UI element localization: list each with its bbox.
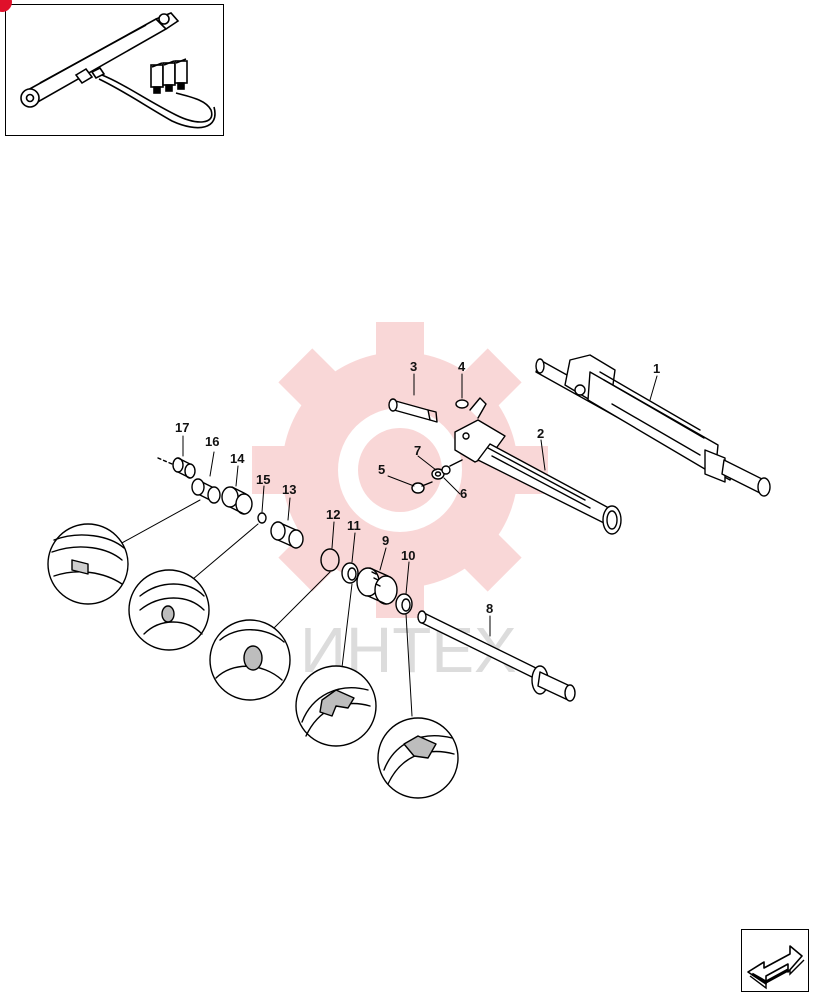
callout-10: 10 (401, 548, 415, 563)
callout-13: 13 (282, 482, 296, 497)
part-6-washer (431, 468, 445, 480)
part-11-seal (341, 562, 359, 584)
watermark-gear-icon (252, 322, 548, 618)
callout-2: 2 (537, 426, 544, 441)
callout-17: 17 (175, 420, 189, 435)
callout-12: 12 (326, 507, 340, 522)
part-15-snap-ring (257, 512, 267, 524)
callout-11: 11 (347, 518, 361, 533)
callout-16: 16 (205, 434, 219, 449)
part-4-washer (455, 399, 469, 409)
next-page-button[interactable] (741, 929, 809, 992)
part-2-cylinder-barrel (454, 397, 622, 535)
detail-view-10 (377, 717, 459, 799)
callout-4: 4 (458, 359, 466, 374)
part-1-cylinder-assembly (535, 354, 771, 497)
part-7-screw (441, 459, 463, 475)
callout-6: 6 (460, 486, 467, 501)
callout-3: 3 (410, 359, 417, 374)
arrow-next-page-icon (747, 945, 805, 990)
part-3-pin (388, 398, 438, 423)
callout-9: 9 (382, 533, 389, 548)
page-marker-dot (0, 0, 12, 12)
callout-14: 14 (230, 451, 245, 466)
part-16-wiper (191, 478, 221, 504)
assembly-thumbnail (5, 4, 224, 136)
part-12-o-ring (320, 548, 340, 572)
callout-8: 8 (486, 601, 493, 616)
part-10-seal-ring (395, 593, 413, 615)
part-9-piston (356, 567, 398, 605)
detail-view-11 (295, 665, 377, 747)
callout-5: 5 (378, 462, 385, 477)
hydraulic-cylinder-thumbnail-icon (20, 12, 216, 129)
part-17-bush (172, 457, 196, 479)
part-5-screw (411, 481, 433, 494)
detail-view-12 (209, 619, 291, 701)
detail-view-15 (128, 569, 210, 651)
callout-15: 15 (256, 472, 270, 487)
callout-labels: 1 2 3 4 5 6 7 8 9 10 11 12 13 14 15 16 1… (175, 359, 660, 616)
part-13-bushing (270, 521, 304, 549)
callout-1: 1 (653, 361, 660, 376)
detail-view-16 (47, 523, 129, 605)
part-14-gland (221, 486, 253, 515)
callout-7: 7 (414, 443, 421, 458)
part-8-piston-rod (417, 610, 576, 702)
